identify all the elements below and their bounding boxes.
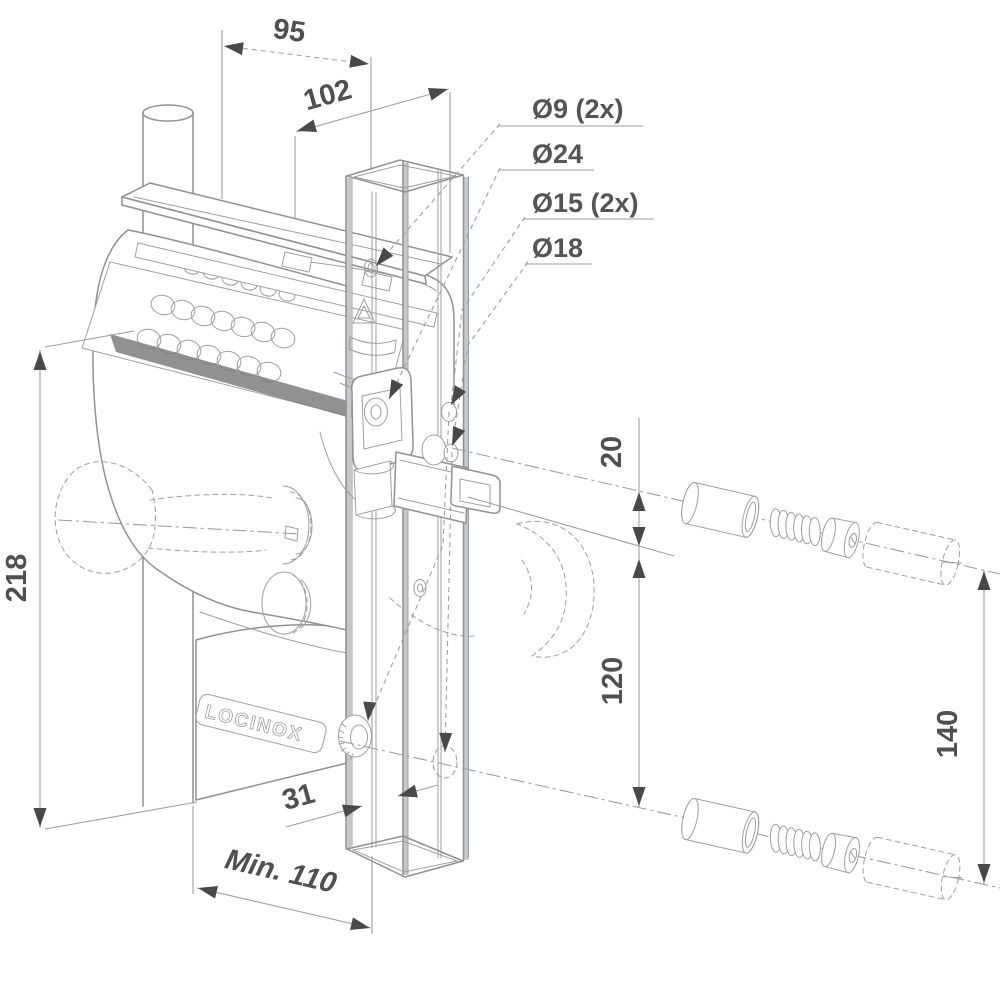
keypad-seal-strip <box>110 334 372 424</box>
far-side-cover <box>515 520 595 658</box>
leader-d9 <box>375 123 501 267</box>
label-d9: Ø9 (2x) <box>532 94 624 124</box>
latch-assembly <box>350 367 501 524</box>
knurled-fixing-nut <box>337 714 372 760</box>
mount-hole-top <box>364 258 378 278</box>
spindle-boss <box>364 397 388 427</box>
dim-218: 218 <box>1 554 33 602</box>
fixing-pin-lower <box>443 443 459 463</box>
dim-120: 120 <box>597 657 629 705</box>
label-d24: Ø24 <box>532 139 583 169</box>
leader-d24 <box>388 167 501 400</box>
warning-triangle-mark <box>352 297 376 324</box>
mid-screw-hole <box>413 579 427 597</box>
lower-fixing-axis <box>339 740 1000 889</box>
far-cover-curve <box>389 597 475 637</box>
dim-95: 95 <box>271 13 307 49</box>
lock-back-plate: LOCINOX <box>195 624 348 801</box>
post-bottom-opening <box>346 835 464 878</box>
keypad-panel <box>81 261 407 425</box>
label-d15: Ø15 (2x) <box>532 188 639 218</box>
leader-d18 <box>444 261 529 753</box>
latch-bolt <box>450 466 501 514</box>
dim-31: 31 <box>279 778 319 817</box>
dim-140: 140 <box>932 710 964 758</box>
lever-handle <box>54 461 313 574</box>
dimension-lines <box>39 30 985 934</box>
dim-20: 20 <box>596 436 628 468</box>
lid-hinge-bar <box>134 242 438 328</box>
slot-mark <box>348 336 397 356</box>
handle-centerline <box>57 519 301 535</box>
label-d18: Ø18 <box>532 233 583 263</box>
cylinder-knob <box>261 571 312 635</box>
latch-axis-extension <box>467 496 675 557</box>
leader-d15 <box>367 216 526 722</box>
dim-102: 102 <box>300 73 355 117</box>
latch-block <box>393 451 469 524</box>
handle-spindle <box>284 525 299 542</box>
dim-min-110: Min. 110 <box>219 843 343 899</box>
